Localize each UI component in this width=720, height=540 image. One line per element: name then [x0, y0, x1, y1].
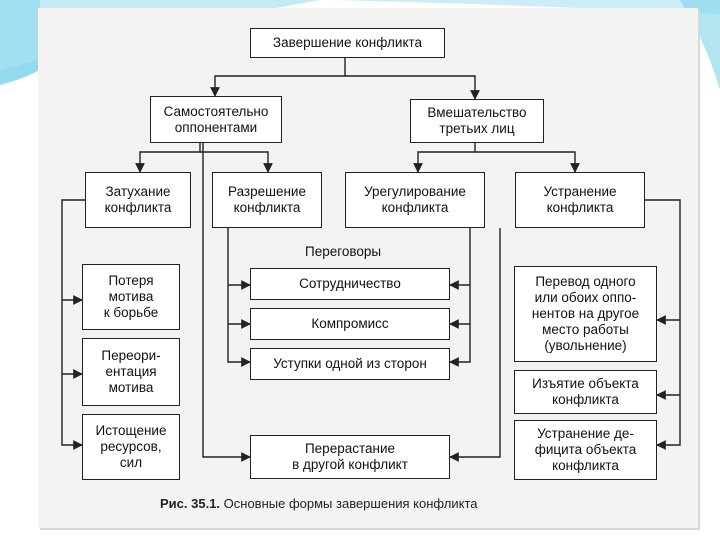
deficit-box: Устранение де- фицита объекта конфликта	[514, 420, 657, 480]
compromise-box: Компромисс	[250, 308, 450, 340]
caption-text: Основные формы завершения конфликта	[223, 496, 478, 511]
root-box: Завершение конфликта	[250, 28, 445, 58]
self-resolution-box: Самостоятельно оппонентами	[150, 96, 282, 143]
withdraw-object-box: Изъятие объекта конфликта	[514, 370, 657, 414]
elimination-box: Устранение конфликта	[515, 172, 645, 228]
loss-motive-box: Потеря мотива к борьбе	[82, 264, 180, 330]
concession-box: Уступки одной из сторон	[250, 348, 450, 380]
exhaustion-box: Истощение ресурсов, сил	[82, 414, 180, 480]
cooperation-box: Сотрудничество	[250, 268, 450, 300]
reorientation-box: Переори- ентация мотива	[82, 338, 180, 406]
figure-caption: Рис. 35.1. Основные формы завершения кон…	[160, 496, 478, 511]
resolution-box: Разрешение конфликта	[212, 172, 322, 228]
third-party-box: Вмешательство третьих лиц	[410, 99, 544, 143]
escalation-box: Перерастание в другой конфликт	[250, 435, 450, 479]
fading-box: Затухание конфликта	[85, 172, 191, 228]
caption-prefix: Рис. 35.1.	[160, 496, 221, 511]
negotiations-label: Переговоры	[305, 244, 382, 259]
settlement-box: Урегулирование конфликта	[345, 172, 485, 228]
transfer-box: Перевод одного или обоих оппо- нентов на…	[514, 266, 657, 362]
